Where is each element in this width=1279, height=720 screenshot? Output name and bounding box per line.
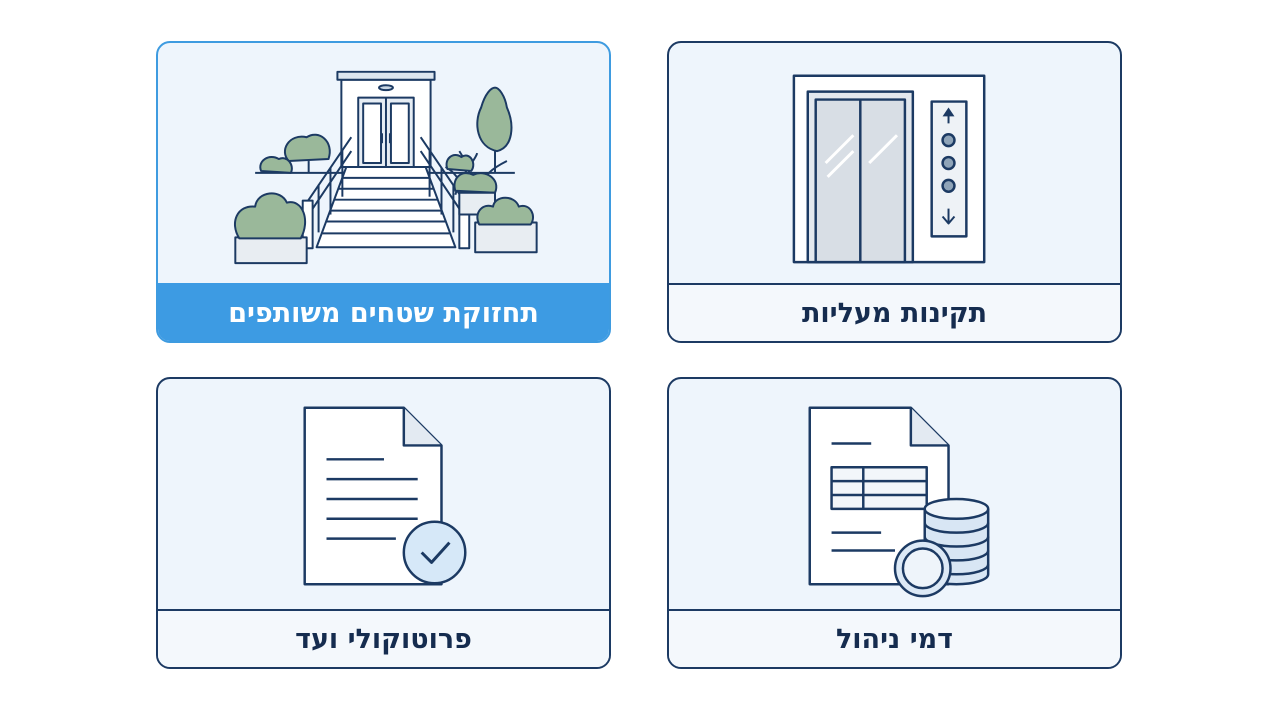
card-label: תחזוקת שטחים משותפים (158, 283, 609, 341)
card-committee-protocols[interactable]: פרוטוקולי ועד (156, 377, 611, 669)
document-check-icon (303, 406, 467, 586)
card-elevator-compliance[interactable]: תקינות מעליות (667, 41, 1122, 343)
elevator-icon (792, 74, 986, 264)
building-entrance-icon (234, 70, 538, 265)
card-common-areas-maintenance[interactable]: תחזוקת שטחים משותפים (156, 41, 611, 343)
invoice-coins-icon (808, 406, 990, 598)
card-label: פרוטוקולי ועד (158, 609, 609, 667)
card-label: תקינות מעליות (669, 283, 1120, 341)
card-label: דמי ניהול (669, 609, 1120, 667)
card-management-fees[interactable]: דמי ניהול (667, 377, 1122, 669)
